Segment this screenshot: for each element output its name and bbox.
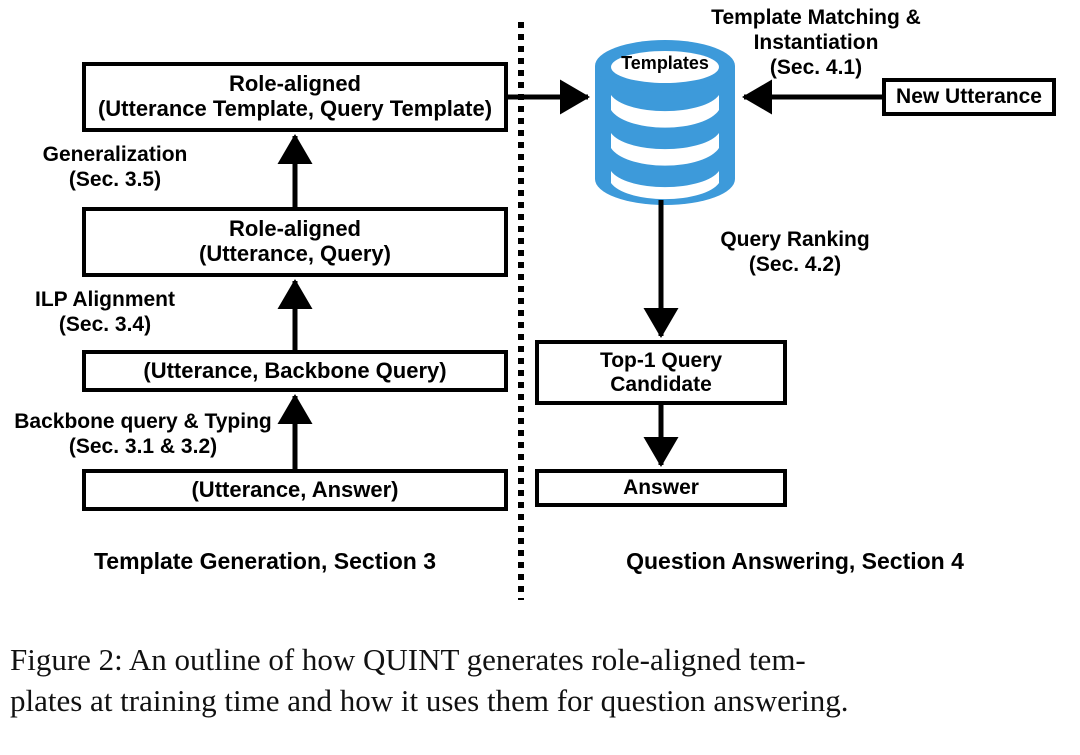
edge-label-template-matching: Template Matching & Instantiation (Sec. … bbox=[702, 6, 930, 80]
figure-caption-line-1: Figure 2: An outline of how QUINT genera… bbox=[10, 642, 806, 677]
label-line-1: Template Matching & bbox=[711, 6, 921, 29]
box-line-1: Role-aligned bbox=[228, 216, 361, 242]
label-line-3: (Sec. 4.1) bbox=[769, 55, 863, 79]
cylinder-top-face bbox=[611, 51, 719, 83]
label-line-2: (Sec. 3.5) bbox=[68, 167, 162, 191]
figure-caption-line-2: plates at training time and how it uses … bbox=[10, 682, 849, 718]
label-line-1: ILP Alignment bbox=[34, 288, 175, 311]
label-line-2: Instantiation bbox=[753, 30, 879, 54]
cylinder-band-1 bbox=[611, 95, 719, 128]
box-line-2: (Utterance Template, Query Template) bbox=[97, 96, 493, 121]
edge-label-query-ranking: Query Ranking (Sec. 4.2) bbox=[700, 228, 890, 278]
box-line-2: Candidate bbox=[610, 372, 712, 396]
cylinder-band-3 bbox=[611, 171, 719, 200]
box-answer[interactable]: Answer bbox=[535, 469, 787, 507]
box-new-utterance[interactable]: New Utterance bbox=[882, 78, 1056, 116]
diagram-canvas: Role-aligned (Utterance Template, Query … bbox=[8, 6, 1056, 600]
label-line-2: (Sec. 3.4) bbox=[58, 312, 152, 336]
edge-label-generalization: Generalization (Sec. 3.5) bbox=[20, 143, 210, 193]
cylinder-band-2 bbox=[611, 133, 719, 166]
panel-divider bbox=[518, 22, 524, 600]
box-utterance-backbone-query[interactable]: (Utterance, Backbone Query) bbox=[82, 350, 508, 392]
figure-caption: Figure 2: An outline of how QUINT genera… bbox=[10, 640, 1072, 722]
box-line-1: Role-aligned bbox=[228, 71, 361, 97]
box-line-1: (Utterance, Answer) bbox=[191, 476, 399, 502]
box-line-1: Top-1 Query bbox=[599, 348, 723, 372]
label-line-1: Generalization bbox=[42, 143, 188, 166]
box-role-aligned-utterance-query[interactable]: Role-aligned (Utterance, Query) bbox=[82, 207, 508, 277]
box-utterance-answer[interactable]: (Utterance, Answer) bbox=[82, 469, 508, 511]
section-caption-right: Question Answering, Section 4 bbox=[626, 548, 964, 574]
label-line-2: (Sec. 3.1 & 3.2) bbox=[68, 434, 218, 458]
box-top1-query-candidate[interactable]: Top-1 Query Candidate bbox=[535, 340, 787, 405]
label-line-2: (Sec. 4.2) bbox=[748, 252, 842, 276]
database-cylinder-svg bbox=[595, 40, 735, 205]
edge-label-backbone-query-typing: Backbone query & Typing (Sec. 3.1 & 3.2) bbox=[8, 410, 278, 460]
box-line-1: Answer bbox=[623, 476, 699, 500]
label-line-1: Query Ranking bbox=[720, 228, 870, 251]
label-line-1: Backbone query & Typing bbox=[14, 410, 272, 433]
edge-label-ilp-alignment: ILP Alignment (Sec. 3.4) bbox=[10, 288, 200, 338]
section-caption-left: Template Generation, Section 3 bbox=[93, 548, 437, 574]
box-role-aligned-templates[interactable]: Role-aligned (Utterance Template, Query … bbox=[82, 62, 508, 132]
database-label: Templates bbox=[621, 53, 709, 73]
database-cylinder-icon[interactable]: Templates bbox=[590, 40, 740, 205]
box-line-2: (Utterance, Query) bbox=[199, 241, 391, 266]
box-line-1: (Utterance, Backbone Query) bbox=[143, 357, 447, 383]
box-line-1: New Utterance bbox=[896, 85, 1042, 109]
cylinder-body bbox=[595, 66, 735, 205]
